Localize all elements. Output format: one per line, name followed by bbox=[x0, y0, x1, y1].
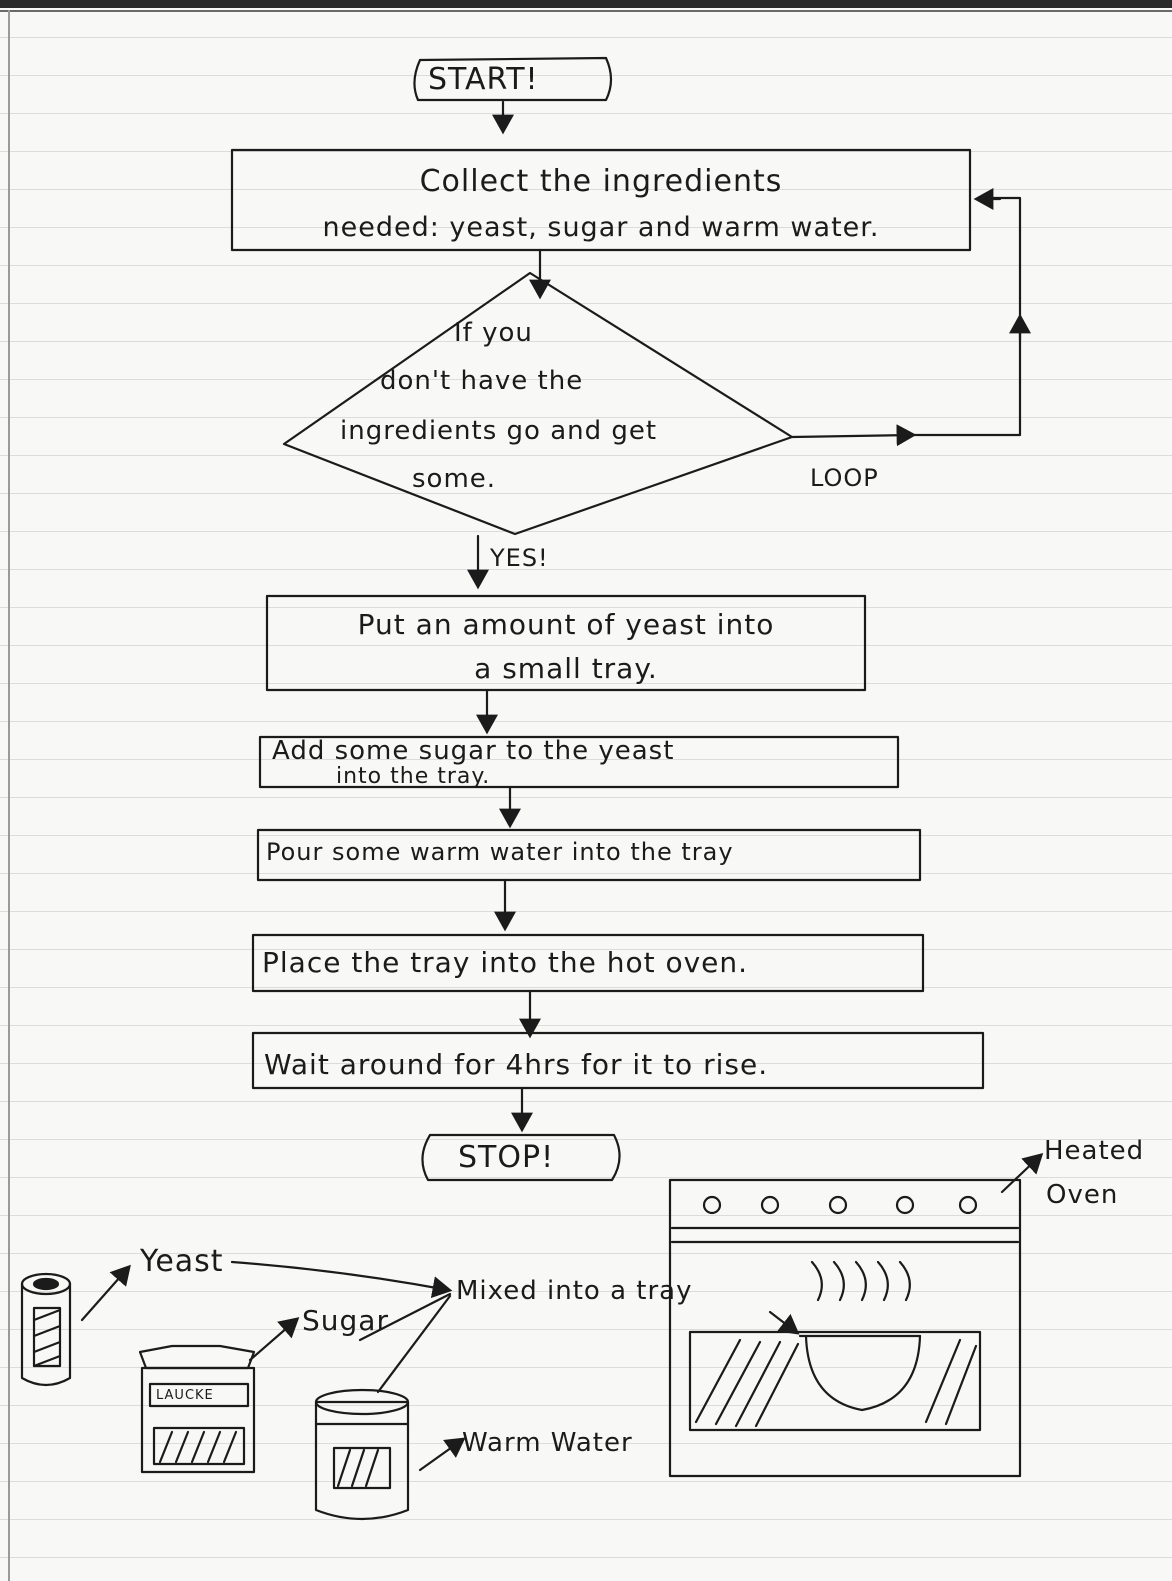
decision-line3: ingredients go and get bbox=[340, 416, 658, 446]
sugar-label: Sugar bbox=[302, 1304, 389, 1337]
warm-water-jar-drawing bbox=[314, 1388, 410, 1521]
stop-terminal-shape bbox=[421, 1133, 621, 1182]
wait-label: Wait around for 4hrs for it to rise. bbox=[264, 1048, 769, 1081]
place-box-shape bbox=[251, 933, 925, 993]
yeast-can-drawing bbox=[20, 1272, 72, 1387]
collect-line1: Collect the ingredients bbox=[419, 164, 783, 199]
yeast-label: Yeast bbox=[140, 1244, 224, 1279]
oven-drawing bbox=[668, 1178, 1022, 1478]
oven-label-line1: Heated bbox=[1044, 1136, 1145, 1166]
pour-box-shape bbox=[256, 828, 922, 882]
put-line1: Put an amount of yeast into bbox=[357, 608, 775, 641]
start-terminal-shape bbox=[413, 56, 613, 102]
pour-label: Pour some warm water into the tray bbox=[266, 838, 734, 866]
sugar-box-brand: LAUCKE bbox=[156, 1388, 214, 1403]
loop-label: LOOP bbox=[810, 464, 879, 492]
top-border bbox=[0, 0, 1172, 8]
add-box-shape bbox=[258, 735, 900, 789]
stop-label: STOP! bbox=[458, 1140, 555, 1175]
warm-water-label: Warm Water bbox=[462, 1428, 633, 1458]
put-box-shape bbox=[265, 594, 867, 692]
add-line2: into the tray. bbox=[336, 764, 491, 789]
collect-line2: needed: yeast, sugar and warm water. bbox=[322, 212, 880, 243]
loop-arrow-out bbox=[790, 424, 917, 447]
collect-box-shape bbox=[230, 148, 972, 252]
wait-box-shape bbox=[251, 1031, 985, 1090]
yes-label: YES! bbox=[490, 544, 549, 572]
start-label: START! bbox=[428, 62, 539, 97]
decision-diamond-shape bbox=[282, 271, 794, 536]
place-label: Place the tray into the hot oven. bbox=[262, 946, 749, 979]
oven-label-line2: Oven bbox=[1046, 1180, 1119, 1210]
top-border-line bbox=[0, 10, 1172, 12]
add-line1: Add some sugar to the yeast bbox=[272, 736, 675, 766]
decision-line1: If you bbox=[454, 318, 533, 348]
left-margin-line bbox=[8, 10, 10, 1581]
mixed-label: Mixed into a tray bbox=[456, 1276, 693, 1306]
put-line2: a small tray. bbox=[474, 652, 658, 685]
sugar-box-drawing bbox=[138, 1344, 256, 1474]
decision-line4: some. bbox=[412, 464, 497, 494]
decision-line2: don't have the bbox=[380, 366, 584, 396]
